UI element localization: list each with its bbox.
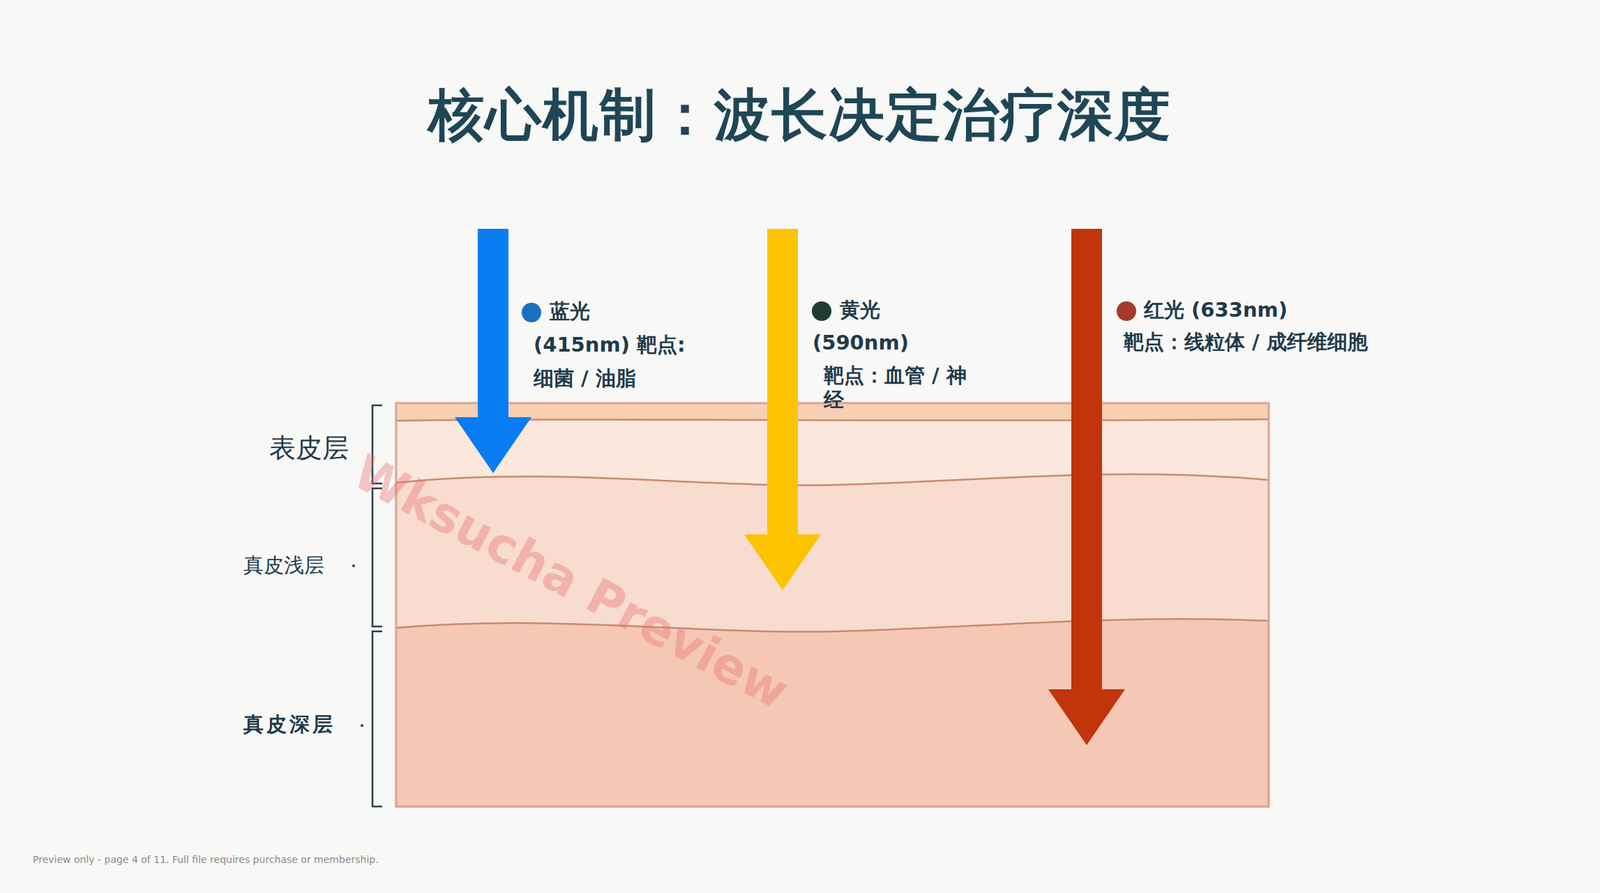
light-name: 红光 (633nm) bbox=[1143, 297, 1288, 323]
shallow-dermis bbox=[396, 403, 1269, 632]
layer-boundary bbox=[396, 474, 1269, 486]
bracket-dot bbox=[352, 564, 364, 727]
skin-border bbox=[396, 403, 1269, 807]
target: 细菌 / 油脂 bbox=[533, 366, 637, 391]
yellow-dot bbox=[811, 301, 832, 321]
wavelength: (590nm) bbox=[812, 330, 909, 356]
light-name: 黄光 bbox=[839, 297, 881, 323]
footer-note: Preview only - page 4 of 11. Full file r… bbox=[32, 853, 379, 866]
layer-name: 表皮层 bbox=[269, 432, 349, 465]
deep-dermis bbox=[396, 403, 1269, 807]
blue-dot bbox=[521, 302, 542, 323]
wavelength-target: (415nm) 靶点: bbox=[533, 332, 686, 358]
title: 核心机制：波长决定治疗深度 bbox=[0, 78, 1600, 154]
light-name: 蓝光 bbox=[549, 299, 591, 324]
blue-light-arrow bbox=[454, 228, 532, 473]
layer-name: 真皮浅层 bbox=[243, 553, 325, 578]
layer-boundary bbox=[396, 618, 1269, 632]
target: 靶点：血管 / 神经 bbox=[823, 363, 978, 413]
layer-name: 真皮深层 bbox=[243, 712, 336, 737]
red-dot bbox=[1116, 301, 1137, 321]
yellow-light-arrow bbox=[744, 228, 821, 591]
epidermis bbox=[396, 403, 1269, 486]
red-light-arrow bbox=[1048, 228, 1126, 745]
target: 靶点：线粒体 / 成纤维细胞 bbox=[1123, 329, 1368, 355]
